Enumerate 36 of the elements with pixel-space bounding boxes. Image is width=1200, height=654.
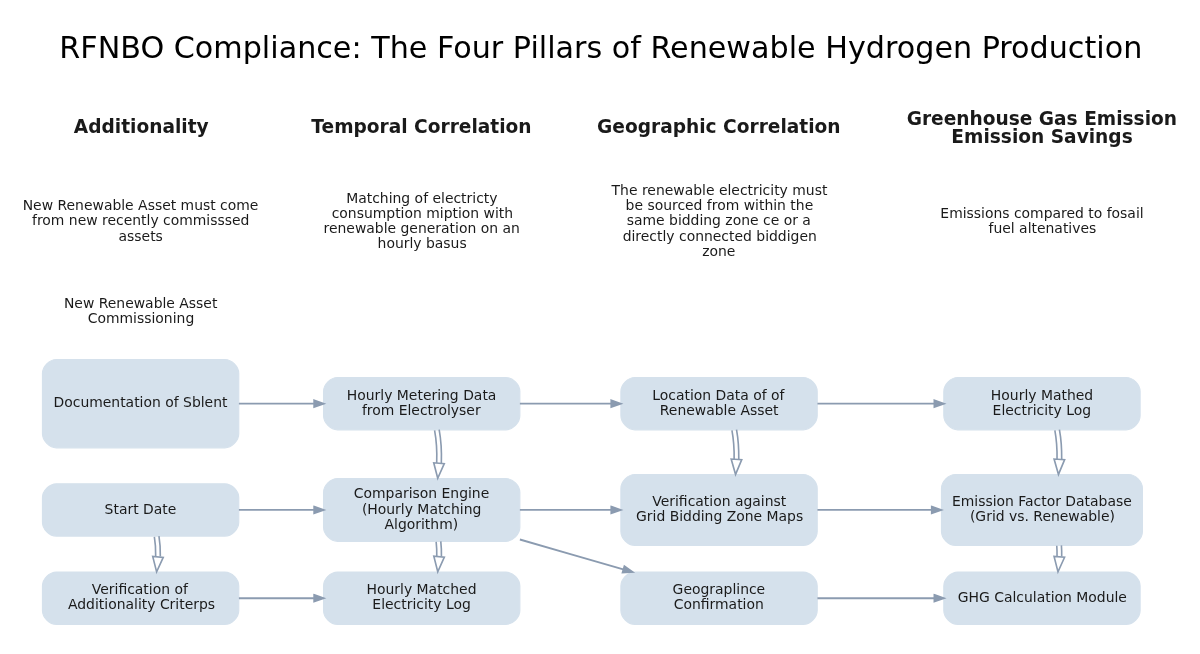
- label: The renewable electricity must be sourced from within the same bidding zone ce or a directly connected biddigen zone: [611, 182, 828, 259]
- arrow: [518, 538, 636, 574]
- arrow: [237, 593, 327, 603]
- diagram-title: RFNBO Compliance: The Four Pillars of Renewable Hydrogen Production: [59, 30, 1143, 66]
- node-box: Hourly Mathed Electricity Log: [943, 376, 1141, 431]
- node-box: Documentation of Sblent: [41, 358, 240, 449]
- node-box: GHG Calculation Module: [943, 571, 1141, 625]
- node-box: Verification against Grid Bidding Zone Maps: [620, 473, 818, 546]
- node-box: Comparison Engine (Hourly Matching Algorithm): [322, 478, 521, 542]
- arrow: [518, 505, 624, 515]
- node-box: Emission Factor Database (Grid vs. Renewable): [940, 473, 1143, 546]
- node-box: Start Date: [41, 483, 240, 537]
- arrow: [1053, 428, 1066, 477]
- label: Emissions compared to fosail fuel altenatives: [940, 204, 1144, 237]
- label: Temporal Correlation: [311, 115, 532, 137]
- node-box: Geograplince Confirmation: [620, 571, 818, 625]
- node-box: Hourly Matched Electricity Log: [322, 571, 521, 625]
- label: New Renewable Asset must come from new recently commisssed assets: [22, 197, 259, 244]
- arrow: [816, 399, 947, 409]
- node-box: Location Data of of Renewable Asset: [620, 376, 818, 431]
- label: Geographic Correlation: [597, 115, 841, 137]
- arrow: [816, 593, 947, 603]
- arrow: [237, 399, 327, 409]
- label: Greenhouse Gas Emission Emission Savings: [906, 107, 1178, 148]
- label: Matching of electricty consumption miption with renewable generation on an hourly basus: [323, 189, 520, 252]
- arrow: [816, 505, 944, 515]
- label: Additionality: [73, 115, 209, 137]
- arrow: [432, 428, 446, 481]
- arrow: [730, 428, 743, 477]
- node-box: Verification of Additionality Criterps: [41, 571, 240, 625]
- arrow: [432, 540, 446, 575]
- arrow: [518, 399, 624, 409]
- arrow: [151, 535, 165, 575]
- node-box: Hourly Metering Data from Electrolyser: [322, 376, 521, 431]
- label: New Renewable Asset Commissioning: [63, 294, 218, 327]
- arrow: [237, 505, 327, 515]
